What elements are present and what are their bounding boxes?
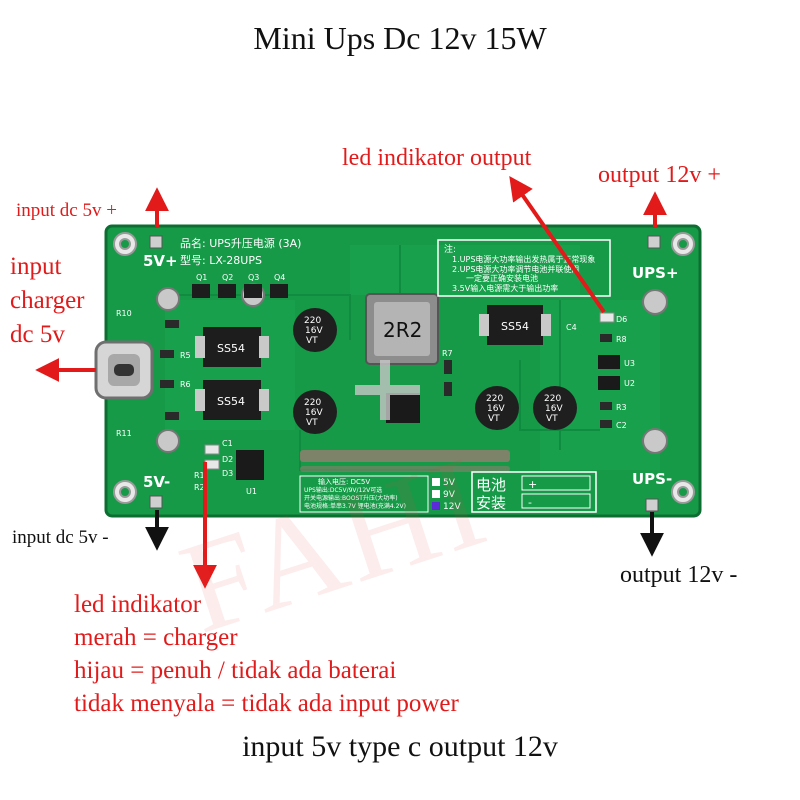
svg-text:5V-: 5V- xyxy=(143,473,170,491)
led-note-line: merah = charger xyxy=(74,624,238,651)
svg-text:R3: R3 xyxy=(616,403,627,412)
svg-text:C1: C1 xyxy=(222,439,233,448)
svg-text:开关电源输出:BOOST升压(大功率): 开关电源输出:BOOST升压(大功率) xyxy=(304,494,398,502)
svg-text:SS54: SS54 xyxy=(217,395,245,408)
label-input-charger: input charger dc 5v xyxy=(10,250,85,352)
svg-text:3.5V输入电源需大于输出功率: 3.5V输入电源需大于输出功率 xyxy=(452,283,558,293)
svg-text:-: - xyxy=(528,496,532,509)
svg-text:9V: 9V xyxy=(443,490,456,500)
svg-text:16V: 16V xyxy=(545,404,563,414)
led-full xyxy=(204,459,220,470)
svg-text:220: 220 xyxy=(304,316,321,326)
svg-text:C2: C2 xyxy=(616,421,627,430)
svg-text:SS54: SS54 xyxy=(501,320,529,333)
svg-text:Q4: Q4 xyxy=(274,273,285,282)
svg-text:VT: VT xyxy=(306,336,318,346)
svg-text:品名: UPS升压电源 (3A): 品名: UPS升压电源 (3A) xyxy=(180,236,301,250)
svg-text:R1: R1 xyxy=(194,471,205,480)
svg-text:R2: R2 xyxy=(194,483,205,492)
label-input-plus: input dc 5v + xyxy=(16,200,117,221)
svg-text:220: 220 xyxy=(544,394,561,404)
svg-text:输入电压: DC5V: 输入电压: DC5V xyxy=(318,477,370,486)
svg-text:电池: 电池 xyxy=(476,476,506,494)
inductor-2r2 xyxy=(365,293,439,365)
label-output-plus: output 12v + xyxy=(598,162,721,188)
svg-text:16V: 16V xyxy=(305,326,323,336)
svg-text:16V: 16V xyxy=(487,404,505,414)
svg-text:VT: VT xyxy=(546,414,558,424)
usb-c-connector xyxy=(94,340,154,400)
svg-text:一定要正确安装电池: 一定要正确安装电池 xyxy=(466,273,538,283)
led-note-line: hijau = penuh / tidak ada baterai xyxy=(74,657,397,684)
svg-text:+: + xyxy=(528,478,537,491)
svg-text:D3: D3 xyxy=(222,469,233,478)
capacitor xyxy=(293,308,577,434)
svg-text:R11: R11 xyxy=(116,429,132,438)
svg-text:Q1: Q1 xyxy=(196,273,207,282)
svg-text:VT: VT xyxy=(488,414,500,424)
led-note-line: led indikator xyxy=(74,591,202,618)
led-indicator-note: led indikator merah = charger hijau = pe… xyxy=(74,588,459,720)
svg-text:VT: VT xyxy=(306,418,318,428)
svg-text:R5: R5 xyxy=(180,351,191,360)
svg-text:12V: 12V xyxy=(443,502,461,512)
footer-caption: input 5v type c output 12v xyxy=(242,730,558,763)
svg-text:UPS+: UPS+ xyxy=(632,264,679,282)
led-note-line: tidak menyala = tidak ada input power xyxy=(74,690,459,717)
svg-text:R7: R7 xyxy=(442,349,453,358)
svg-text:U2: U2 xyxy=(624,379,635,388)
arrow-led-output xyxy=(509,176,606,314)
label-input-charger-line: charger xyxy=(10,287,85,314)
svg-text:电池规格:单串3.7V 锂电池(充满4.2V): 电池规格:单串3.7V 锂电池(充满4.2V) xyxy=(304,502,406,510)
diode-ss54 xyxy=(195,305,551,420)
svg-text:220: 220 xyxy=(304,398,321,408)
svg-text:D2: D2 xyxy=(222,455,233,464)
svg-text:C4: C4 xyxy=(566,323,577,332)
svg-text:2.UPS电源大功率调节电池并联使用: 2.UPS电源大功率调节电池并联使用 xyxy=(452,264,579,274)
svg-text:R6: R6 xyxy=(180,380,191,389)
label-led-output: led indikator output xyxy=(342,145,532,171)
led-output xyxy=(599,312,615,323)
svg-text:16V: 16V xyxy=(305,408,323,418)
led-charger xyxy=(204,444,220,455)
label-input-charger-line: dc 5v xyxy=(10,321,65,348)
svg-text:U3: U3 xyxy=(624,359,635,368)
svg-text:Q3: Q3 xyxy=(248,273,259,282)
svg-text:UPS输出:DC5V/9V/12V可选: UPS输出:DC5V/9V/12V可选 xyxy=(304,486,382,494)
svg-text:安装: 安装 xyxy=(476,494,506,512)
label-output-minus: output 12v - xyxy=(620,562,738,588)
svg-text:2R2: 2R2 xyxy=(383,318,422,342)
page-title: Mini Ups Dc 12v 15W xyxy=(253,20,547,56)
svg-text:1.UPS电源大功率输出发热属于正常现象: 1.UPS电源大功率输出发热属于正常现象 xyxy=(452,254,595,264)
label-input-minus: input dc 5v - xyxy=(12,527,109,548)
transistor-row xyxy=(192,284,288,298)
svg-text:SS54: SS54 xyxy=(217,342,245,355)
svg-text:5V: 5V xyxy=(443,478,456,488)
ic-chip xyxy=(236,355,620,480)
svg-text:Q2: Q2 xyxy=(222,273,233,282)
svg-text:D6: D6 xyxy=(616,315,627,324)
svg-text:R10: R10 xyxy=(116,309,132,318)
svg-text:5V+: 5V+ xyxy=(143,252,178,270)
label-input-charger-line: input xyxy=(10,253,62,280)
svg-text:220: 220 xyxy=(486,394,503,404)
svg-text:型号: LX-28UPS: 型号: LX-28UPS xyxy=(180,253,262,267)
mounting-hole xyxy=(113,232,695,504)
pin-header xyxy=(300,450,510,472)
svg-text:R8: R8 xyxy=(616,335,627,344)
voltage-select xyxy=(432,478,440,510)
svg-text:U1: U1 xyxy=(246,487,257,496)
svg-text:注:: 注: xyxy=(444,243,456,255)
svg-text:UPS-: UPS- xyxy=(632,470,672,488)
